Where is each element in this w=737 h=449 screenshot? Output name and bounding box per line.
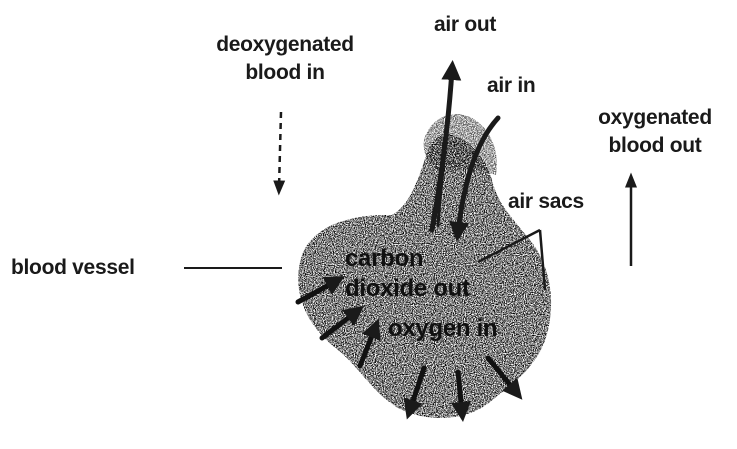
oxygenated-label-line1: oxygenated <box>580 104 730 132</box>
blood-vessel-label: blood vessel <box>11 254 135 282</box>
carbon-dioxide-line1: carbon <box>345 244 470 274</box>
deoxygenated-label-line1: deoxygenated <box>195 31 375 59</box>
deoxygenated-arrow <box>279 112 281 188</box>
air-in-label: air in <box>487 72 535 100</box>
oxygen-in-label: oxygen in <box>388 314 497 344</box>
carbon-dioxide-line2: dioxide out <box>345 274 470 304</box>
air-out-label: air out <box>434 11 496 39</box>
deoxygenated-label-line2: blood in <box>195 59 375 87</box>
oxygenated-label-line2: blood out <box>580 132 730 160</box>
oxygenated-label: oxygenated blood out <box>580 104 730 160</box>
air-sacs-label: air sacs <box>508 188 584 216</box>
deoxygenated-label: deoxygenated blood in <box>195 31 375 87</box>
carbon-dioxide-label: carbon dioxide out <box>345 244 470 304</box>
